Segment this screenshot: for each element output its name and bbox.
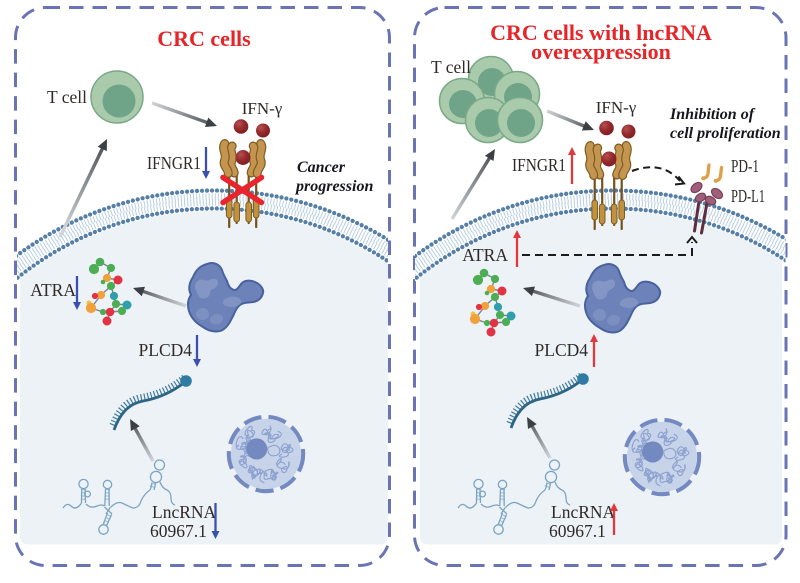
svg-text:progression: progression	[294, 178, 373, 195]
svg-text:IFN-γ: IFN-γ	[242, 99, 283, 118]
svg-text:T cell: T cell	[47, 87, 87, 107]
svg-text:Inhibition of: Inhibition of	[669, 106, 756, 123]
svg-text:overexpression: overexpression	[531, 39, 671, 64]
svg-text:T cell: T cell	[431, 57, 471, 77]
svg-text:LncRNA: LncRNA	[551, 502, 616, 522]
svg-text:CRC cells with lncRNA: CRC cells with lncRNA	[490, 20, 712, 45]
svg-text:ATRA: ATRA	[462, 245, 508, 265]
svg-text:60967.1: 60967.1	[549, 521, 606, 541]
svg-text:cell proliferation: cell proliferation	[670, 125, 781, 142]
svg-text:CRC cells: CRC cells	[157, 26, 251, 51]
svg-text:PLCD4: PLCD4	[535, 340, 589, 360]
svg-text:LncRNA: LncRNA	[152, 502, 217, 522]
svg-text:IFNGR1: IFNGR1	[147, 153, 201, 173]
svg-text:IFN-γ: IFN-γ	[596, 98, 637, 117]
svg-text:IFNGR1: IFNGR1	[512, 155, 566, 175]
svg-text:PD-L1: PD-L1	[731, 186, 765, 206]
svg-text:60967.1: 60967.1	[150, 521, 207, 541]
svg-text:PD-1: PD-1	[731, 156, 759, 176]
svg-text:ATRA: ATRA	[30, 280, 76, 300]
svg-text:PLCD4: PLCD4	[139, 340, 193, 360]
svg-text:Cancer: Cancer	[297, 159, 346, 176]
